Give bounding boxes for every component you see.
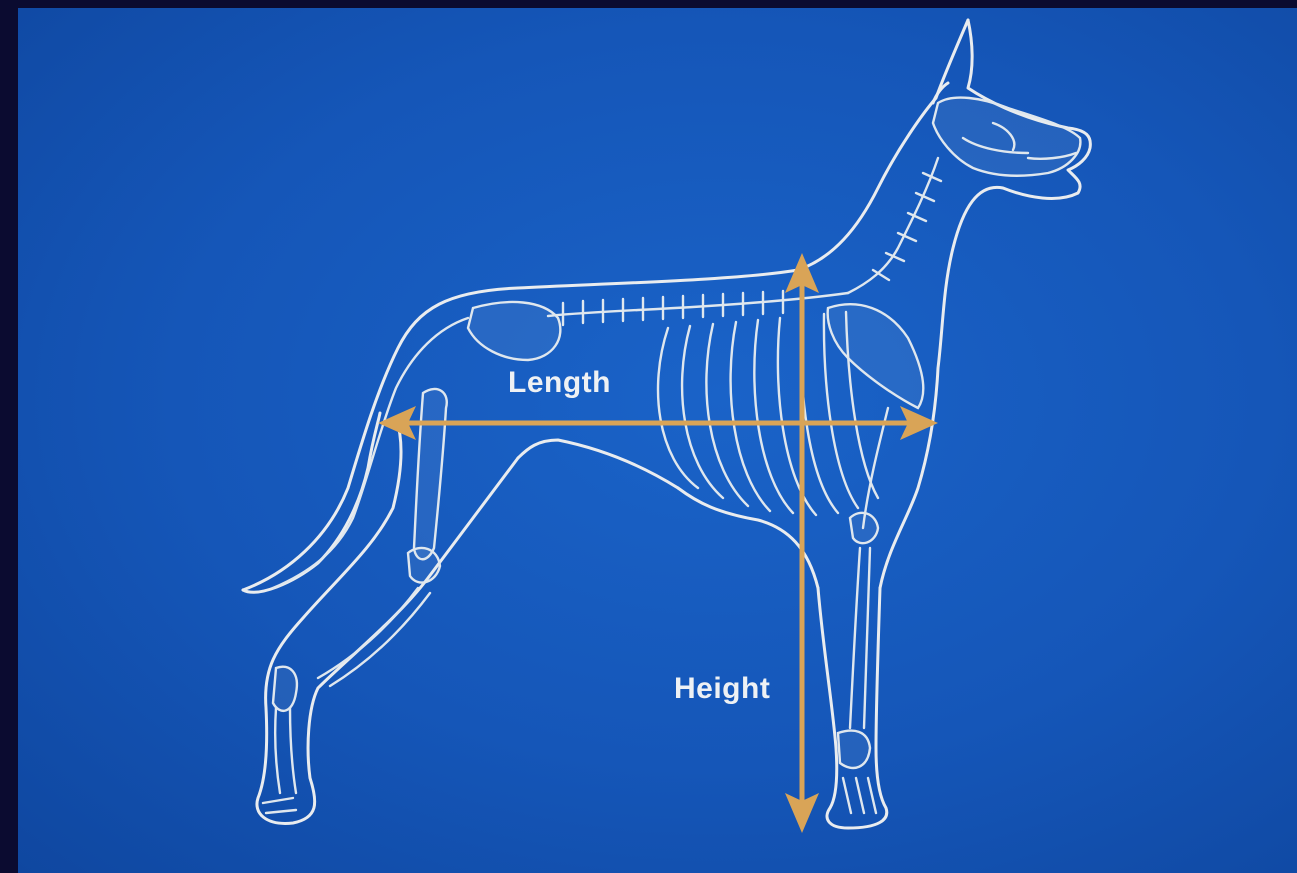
skeleton-bones	[263, 98, 1080, 813]
length-label: Length	[508, 366, 611, 400]
height-label: Height	[674, 672, 770, 706]
height-arrow	[785, 253, 819, 833]
dog-skeleton-diagram	[18, 8, 1297, 873]
diagram-slide: Length Height	[18, 8, 1297, 873]
